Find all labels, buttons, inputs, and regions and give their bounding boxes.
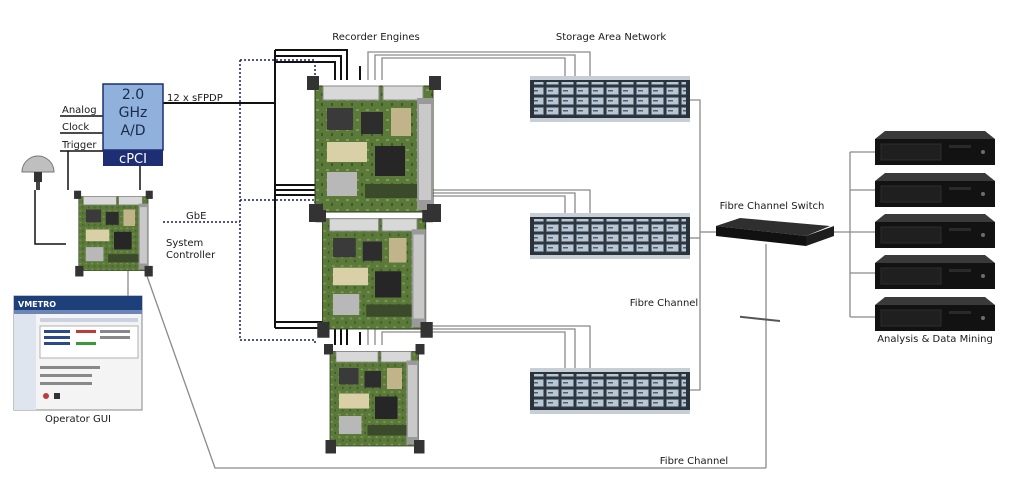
fibre-channel-switch-label: Fibre Channel Switch — [720, 201, 825, 212]
ad-line-1: 2.0 — [122, 87, 144, 103]
storage-array-icon — [530, 76, 690, 122]
fibre-channel-label-mid: Fibre Channel — [630, 298, 698, 309]
ad-line-3: A/D — [120, 123, 145, 139]
ad-line-2: GHz — [119, 105, 148, 121]
analysis-server-icon — [875, 297, 995, 331]
operator-gui-label: Operator GUI — [45, 414, 111, 425]
fibre-channel-switch-icon — [716, 218, 834, 322]
operator-gui-screen: VMETRO — [13, 295, 143, 411]
storage-area-network-label: Storage Area Network — [556, 32, 666, 43]
analysis-server-icon — [875, 131, 995, 165]
analysis-data-mining-label: Analysis & Data Mining — [877, 334, 993, 345]
system-controller-label-line-1: System — [166, 238, 203, 249]
gbe-label: GbE — [186, 211, 206, 222]
analysis-server-icon — [875, 214, 995, 248]
analog-io-lines — [34, 115, 141, 245]
gps-antenna-icon — [21, 155, 55, 190]
storage-array-icon — [530, 368, 690, 414]
recorder-engine-board-icon — [315, 209, 434, 339]
ad-converter-box: 2.0 GHz A/D cPCI — [102, 83, 164, 167]
gui-logo: VMETRO — [18, 300, 56, 309]
system-controller-board-icon — [73, 190, 154, 277]
analog-label: Analog — [62, 105, 97, 116]
ad-footer-cpci: cPCI — [119, 152, 147, 167]
recorder-engine-board-icon — [306, 75, 442, 223]
analysis-server-icon — [875, 173, 995, 207]
recorder-engines-label: Recorder Engines — [332, 32, 419, 43]
analysis-server-icon — [875, 255, 995, 289]
clock-label: Clock — [62, 122, 89, 133]
trigger-label: Trigger — [61, 140, 97, 151]
sfpdp-label: 12 x sFPDP — [167, 93, 223, 104]
system-controller-label-line-2: Controller — [166, 250, 216, 261]
fibre-channel-lines — [127, 51, 875, 469]
fibre-channel-label-bottom: Fibre Channel — [660, 456, 728, 467]
recorder-engine-board-icon — [323, 343, 425, 454]
storage-array-icon — [530, 213, 690, 259]
